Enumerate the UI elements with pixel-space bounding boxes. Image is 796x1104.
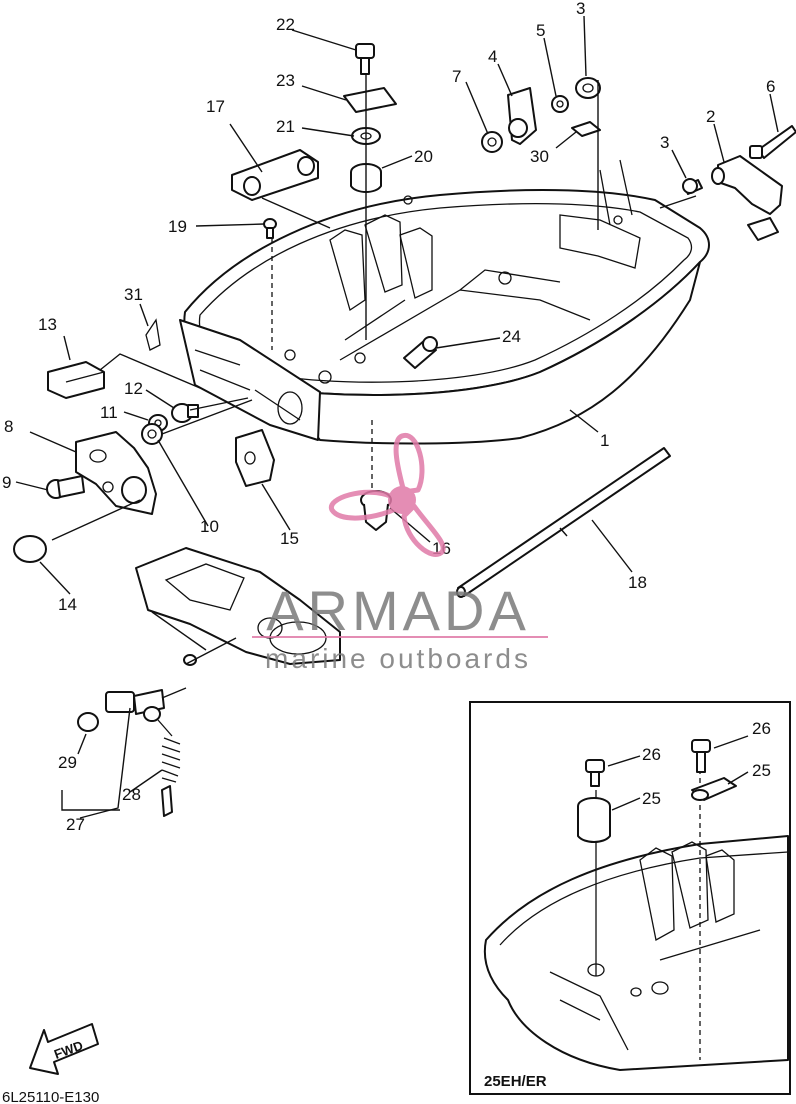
watermark-tagline: marine outboards	[265, 643, 531, 674]
part-19-screw	[263, 218, 277, 239]
inset-label: 25EH/ER	[484, 1073, 547, 1090]
diagram-code: 6L25110-E130	[2, 1089, 99, 1104]
callout-25: 25	[642, 789, 661, 808]
callout-30: 30	[530, 147, 549, 166]
callout-11: 11	[100, 403, 118, 422]
part-18-tube	[456, 447, 671, 598]
callout-12: 12	[124, 379, 143, 398]
callout-3: 3	[576, 0, 585, 18]
callout-21: 21	[276, 117, 295, 136]
callout-17: 17	[206, 97, 225, 116]
callout-20: 20	[414, 147, 433, 166]
part-7-nut	[481, 131, 503, 153]
part-31-label	[145, 318, 161, 351]
leader-lines	[15, 15, 779, 819]
callout-1: 1	[600, 431, 609, 450]
callout-26: 26	[642, 745, 661, 764]
part-26-bolt-left	[585, 759, 605, 787]
part-30-pad	[571, 121, 601, 137]
callout-29: 29	[58, 753, 77, 772]
callout-26: 26	[752, 719, 771, 738]
part-15-grommet	[235, 429, 275, 487]
part-3-washer-upper	[575, 77, 601, 99]
callout-14: 14	[58, 595, 77, 614]
callout-2: 2	[706, 107, 715, 126]
part-27-switch	[105, 654, 197, 715]
callout-4: 4	[488, 47, 497, 66]
callout-8: 8	[4, 417, 13, 436]
callout-15: 15	[280, 529, 299, 548]
part-26-bolt-right	[691, 739, 711, 773]
part-4-bracket	[507, 87, 537, 145]
part-9-bolt	[46, 475, 85, 499]
callout-5: 5	[536, 21, 545, 40]
fwd-arrow: FWD	[29, 1023, 99, 1075]
callout-6: 6	[766, 77, 775, 96]
callout-25: 25	[752, 761, 771, 780]
watermark-brand: ARMADA	[266, 579, 530, 642]
part-25-spacer-left	[577, 797, 611, 843]
callout-24: 24	[502, 327, 521, 346]
part-28-lanyard	[143, 706, 181, 817]
callout-10: 10	[200, 517, 219, 536]
part-23-plate	[343, 87, 397, 113]
callout-labels: 1 2 3 3 4 5 6 7 8 9 10 11 12 13 14 15 16…	[2, 0, 775, 834]
part-29-cap	[77, 712, 99, 732]
bottom-cowling	[179, 159, 710, 445]
part-24-plug	[403, 336, 438, 369]
callout-22: 22	[276, 15, 295, 34]
watermark: ARMADA marine outboards	[252, 433, 548, 674]
part-6-bolt	[749, 125, 796, 159]
callout-31: 31	[124, 285, 143, 304]
callout-9: 9	[2, 473, 11, 492]
part-22-bolt	[355, 43, 375, 75]
part-25-pad-right	[691, 777, 737, 801]
inset-panel	[469, 701, 791, 1095]
part-12-fitting	[171, 403, 199, 423]
callout-18: 18	[628, 573, 647, 592]
part-13-cap	[47, 361, 105, 399]
part-17-bracket	[231, 149, 319, 201]
callout-27: 27	[66, 815, 85, 834]
part-3-washer-right	[682, 178, 703, 195]
callout-28: 28	[122, 785, 141, 804]
part-5-nut	[551, 95, 569, 113]
callout-23: 23	[276, 71, 295, 90]
part-8-plate	[75, 431, 157, 515]
propeller-logo-icon	[329, 433, 446, 557]
callout-13: 13	[38, 315, 57, 334]
callout-19: 19	[168, 217, 187, 236]
part-14-cap	[13, 535, 47, 563]
part-2-bracket	[711, 155, 783, 241]
callout-3: 3	[660, 133, 669, 152]
callout-7: 7	[452, 67, 461, 86]
